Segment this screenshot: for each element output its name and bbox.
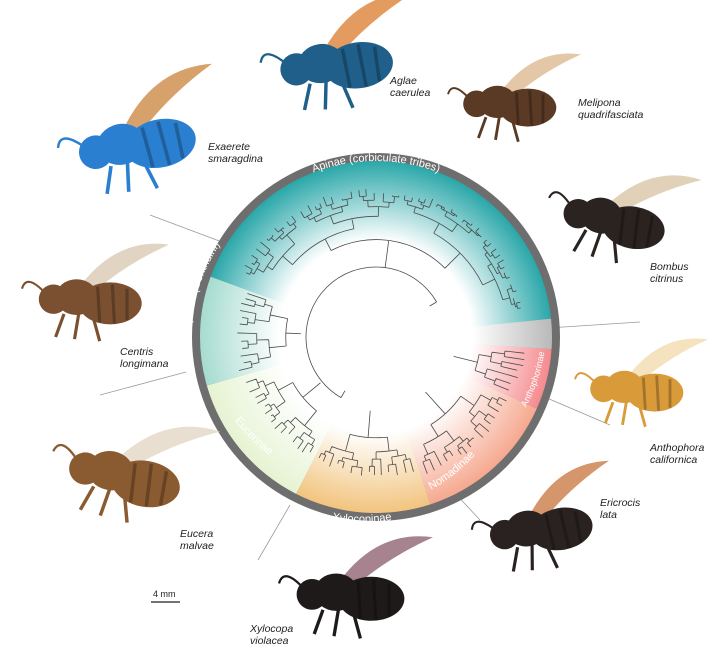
specimen-aglae (254, 0, 428, 120)
specimen-xylocopa (279, 536, 433, 638)
specimen-exaerete (47, 63, 235, 207)
scale-bar-label: 4 mm (153, 589, 176, 599)
center-hole (314, 275, 438, 399)
specimen-centris (22, 244, 169, 342)
specimen-anthophora (575, 339, 708, 427)
phylogenetic-tree (192, 153, 560, 521)
specimen-eucera (43, 403, 220, 536)
specimen-bombus (540, 153, 702, 275)
specimen-melipona (448, 54, 581, 142)
scale-bar: 4 mm (151, 589, 180, 602)
